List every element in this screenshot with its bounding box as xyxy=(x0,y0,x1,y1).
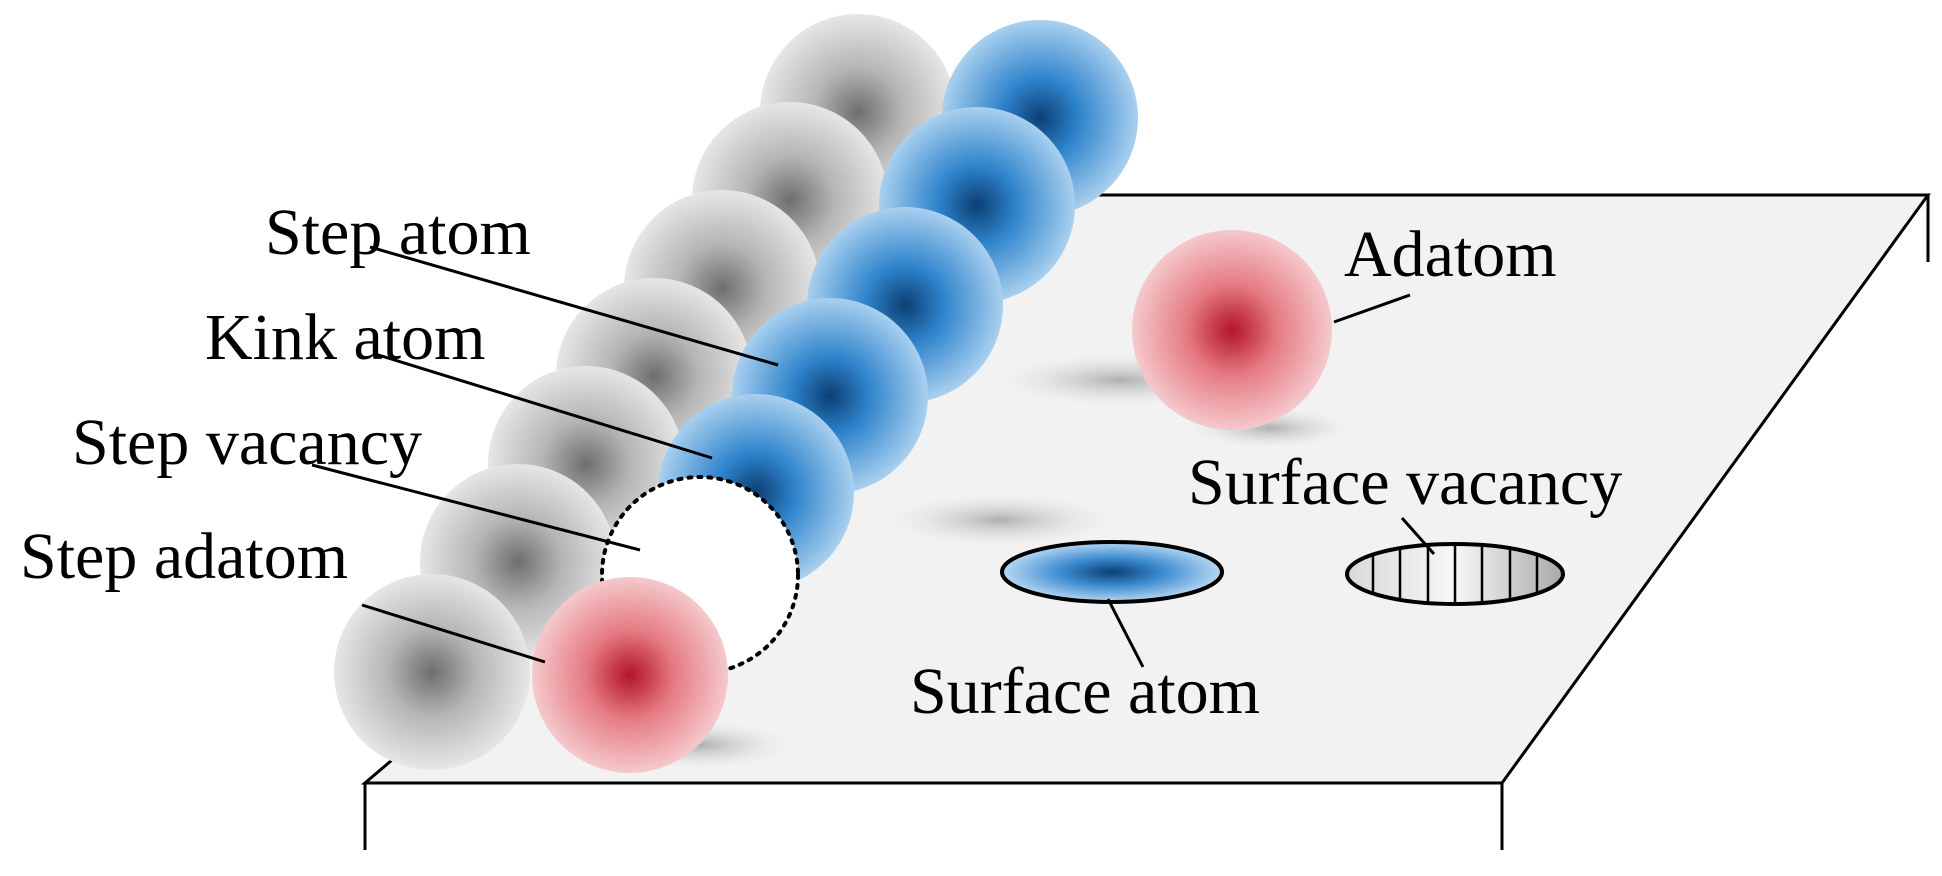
label-step-vacancy: Step vacancy xyxy=(72,406,422,479)
leader-kink-atom xyxy=(374,352,713,460)
labels: Step atom Kink atom Step vacancy Step ad… xyxy=(20,196,1622,728)
leader-step-vacancy xyxy=(311,463,641,552)
label-kink-atom: Kink atom xyxy=(205,301,485,374)
step-adatom xyxy=(532,577,728,773)
surface-atom-ellipse xyxy=(1000,540,1224,604)
leader-adatom xyxy=(1333,293,1411,324)
leader-step-adatom xyxy=(361,603,546,664)
surface-vacancy-ellipse xyxy=(1345,542,1565,606)
label-surface-vacancy: Surface vacancy xyxy=(1188,446,1622,519)
leader-surface-vacancy xyxy=(1400,517,1436,555)
leader-surface-atom xyxy=(1106,598,1145,668)
leader-lines xyxy=(311,245,1436,668)
leader-step-atom xyxy=(369,245,779,367)
gray-atom xyxy=(334,574,530,770)
label-adatom: Adatom xyxy=(1344,218,1557,291)
label-step-adatom: Step adatom xyxy=(20,520,348,593)
label-surface-atom: Surface atom xyxy=(910,655,1260,728)
label-step-atom: Step atom xyxy=(265,196,531,269)
adatom xyxy=(1132,230,1332,430)
